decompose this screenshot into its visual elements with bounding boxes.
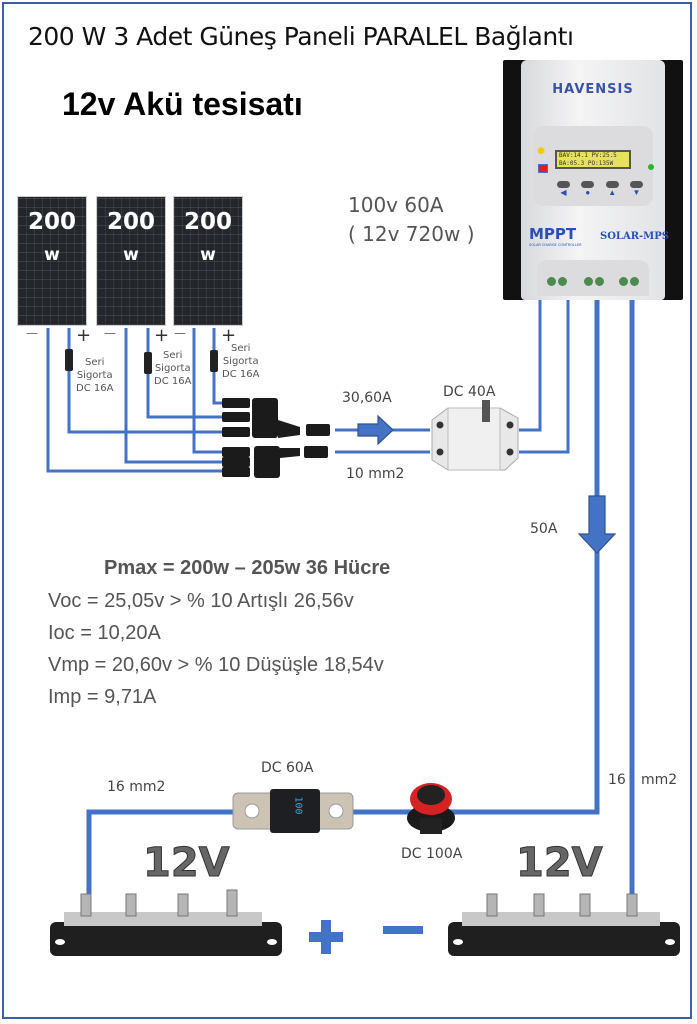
inline-fuse-icon <box>232 789 354 833</box>
controller-spec: 100v 60A ( 12v 720w ) <box>348 191 475 249</box>
panel2-fuse-label: Seri Sigorta DC 16A <box>154 349 191 388</box>
busbar-right-icon <box>448 893 680 956</box>
fuse-label-line: Sigorta <box>154 363 191 374</box>
panel1-plus-sign: + <box>76 325 92 346</box>
panel3-minus-sign: — <box>174 326 186 340</box>
panel2-plus-sign: + <box>154 325 170 346</box>
mppt-charge-controller: HAVENSIS ✹ BAV:14.1 PV:25.5 BA:05.3 PO:1… <box>503 60 683 300</box>
fuse-label-line: Seri <box>231 343 251 354</box>
battery-minus-cable-label-a: 16 <box>608 772 626 788</box>
fuse-label-line: Seri <box>163 350 183 361</box>
controller-buttons: ◀ ● ▲ ▼ <box>557 181 643 197</box>
controller-type-sub: SOLAR CHARGE CONTROLLER <box>529 243 582 247</box>
plus-symbol-icon <box>309 920 343 954</box>
disconnect-label: DC 100A <box>401 846 463 862</box>
panel-unit: w <box>200 245 216 265</box>
controller-spec-rating: 100v 60A <box>348 193 444 217</box>
wire-panel2-minus <box>124 328 222 464</box>
panel3-fuse-label: Seri Sigorta DC 16A <box>222 342 259 381</box>
controller-brand: HAVENSIS <box>552 82 634 97</box>
mc4-fuse-3 <box>210 350 218 372</box>
mc4-fuse-2 <box>144 352 152 374</box>
wire-panel1-minus <box>46 328 222 473</box>
panel-unit: w <box>123 245 139 265</box>
spec-pmax: Pmax = 200w – 205w 36 Hücre <box>104 557 391 579</box>
busbar-left-label: 12V <box>143 840 231 887</box>
y-branch-plus <box>222 398 330 438</box>
busbar-right-label: 12V <box>516 840 604 887</box>
pv-cable-label: 10 mm2 <box>346 466 405 482</box>
fuse-label-line: Sigorta <box>222 356 259 367</box>
controller-terminal-block <box>537 260 649 296</box>
panel-power: 200 <box>183 209 232 235</box>
controller-button-ok[interactable]: ● <box>581 181 595 197</box>
lcd-line: BA:05.3 PO:135W <box>559 160 614 167</box>
spec-imp: Imp = 9,71A <box>48 686 157 708</box>
wire-panel3-minus <box>192 328 222 454</box>
solar-panel-3: 200 w <box>173 196 243 326</box>
panel-power: 200 <box>27 209 76 235</box>
y-branch-minus <box>222 446 328 478</box>
controller-button-down[interactable]: ▼ <box>629 181 643 197</box>
fuse-label-line: Seri <box>85 357 105 368</box>
pv-current-label: 30,60A <box>342 390 392 406</box>
solar-panel-2: 200 w <box>96 196 166 326</box>
load-status-icon <box>648 164 654 170</box>
controller-model: SOLAR-MPS <box>600 231 669 242</box>
wire-breaker-to-mppt-minus <box>519 300 570 454</box>
busbar-left-icon <box>50 889 282 956</box>
fuse-label-line: DC 16A <box>76 383 114 394</box>
diagram-subtitle: 12v Akü tesisatı <box>62 86 303 122</box>
inline-fuse-label: DC 60A <box>261 760 314 776</box>
controller-button-up[interactable]: ▲ <box>605 181 619 197</box>
arrow-battery-current-icon <box>577 495 617 554</box>
panel1-fuse-label: Seri Sigorta DC 16A <box>76 356 113 395</box>
solar-panel-1: 200 w <box>17 196 87 326</box>
fuse-label-line: DC 16A <box>154 376 192 387</box>
battery-minus-cable-label-b: mm2 <box>641 772 678 788</box>
panel3-plus-sign: + <box>221 325 237 346</box>
sun-status-icon: ✹ <box>536 144 547 158</box>
controller-button-left[interactable]: ◀ <box>557 181 570 197</box>
battery-plus-cable-label: 16 mm2 <box>107 779 166 795</box>
fuse-label-line: Sigorta <box>76 370 113 381</box>
diagram-title: 200 W 3 Adet Güneş Paneli PARALEL Bağlan… <box>28 22 574 51</box>
controller-type: MPPT <box>529 225 577 243</box>
battery-status-icon <box>538 164 548 173</box>
spec-vmp: Vmp = 20,60v > % 10 Düşüşle 18,54v <box>48 654 384 676</box>
pv-breaker-label: DC 40A <box>443 384 496 400</box>
minus-symbol-icon <box>383 926 423 934</box>
battery-disconnect-icon <box>407 783 455 834</box>
panel-unit: w <box>44 245 60 265</box>
spec-ioc: Ioc = 10,20A <box>48 622 161 644</box>
panel1-minus-sign: — <box>26 326 38 340</box>
dc-breaker-icon <box>431 400 519 471</box>
controller-lcd: BAV:14.1 PV:25.5 BA:05.3 PO:135W <box>555 150 631 169</box>
lcd-line: BAV:14.1 PV:25.5 <box>559 152 617 159</box>
spec-voc: Voc = 25,05v > % 10 Artışlı 26,56v <box>48 590 354 612</box>
mc4-fuse-1 <box>65 349 73 371</box>
fuse-rating-marking: 100 <box>292 796 304 815</box>
wire-breaker-to-mppt-plus <box>519 300 542 432</box>
panel-power: 200 <box>106 209 155 235</box>
panel2-minus-sign: — <box>104 326 116 340</box>
fuse-label-line: DC 16A <box>222 369 260 380</box>
controller-spec-capacity: ( 12v 720w ) <box>348 222 475 246</box>
battery-current-label: 50A <box>530 521 558 537</box>
arrow-pv-current-icon <box>357 414 394 446</box>
